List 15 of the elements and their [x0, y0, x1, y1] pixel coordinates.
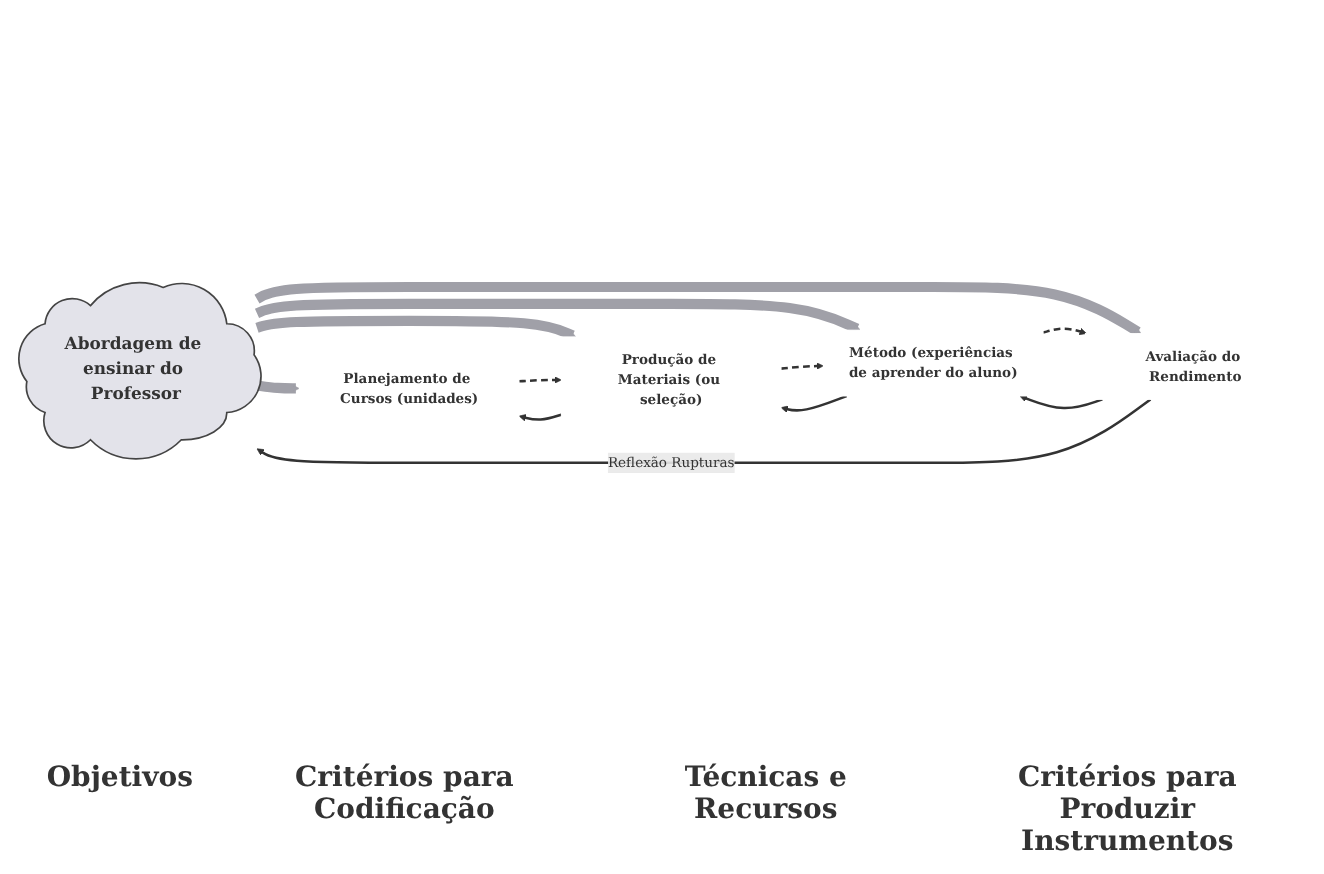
arrow: [254, 281, 1142, 336]
arrow: [254, 297, 861, 333]
arrow: [1042, 326, 1087, 335]
caption-text: Critérios para Produzir Instrumentos: [1015, 762, 1239, 858]
arrow: [255, 314, 577, 340]
arrow: [518, 412, 562, 421]
arrow: [780, 361, 824, 370]
arrow: [780, 393, 848, 412]
caption-text: Objetivos: [46, 762, 193, 798]
caption-text: Critérios para Codificação: [293, 762, 516, 830]
arrow: [255, 379, 300, 393]
caption-text: Técnicas e Recursos: [682, 762, 849, 830]
arrow: [1019, 394, 1103, 409]
arrow: [518, 375, 562, 383]
arrow: [256, 397, 1152, 464]
